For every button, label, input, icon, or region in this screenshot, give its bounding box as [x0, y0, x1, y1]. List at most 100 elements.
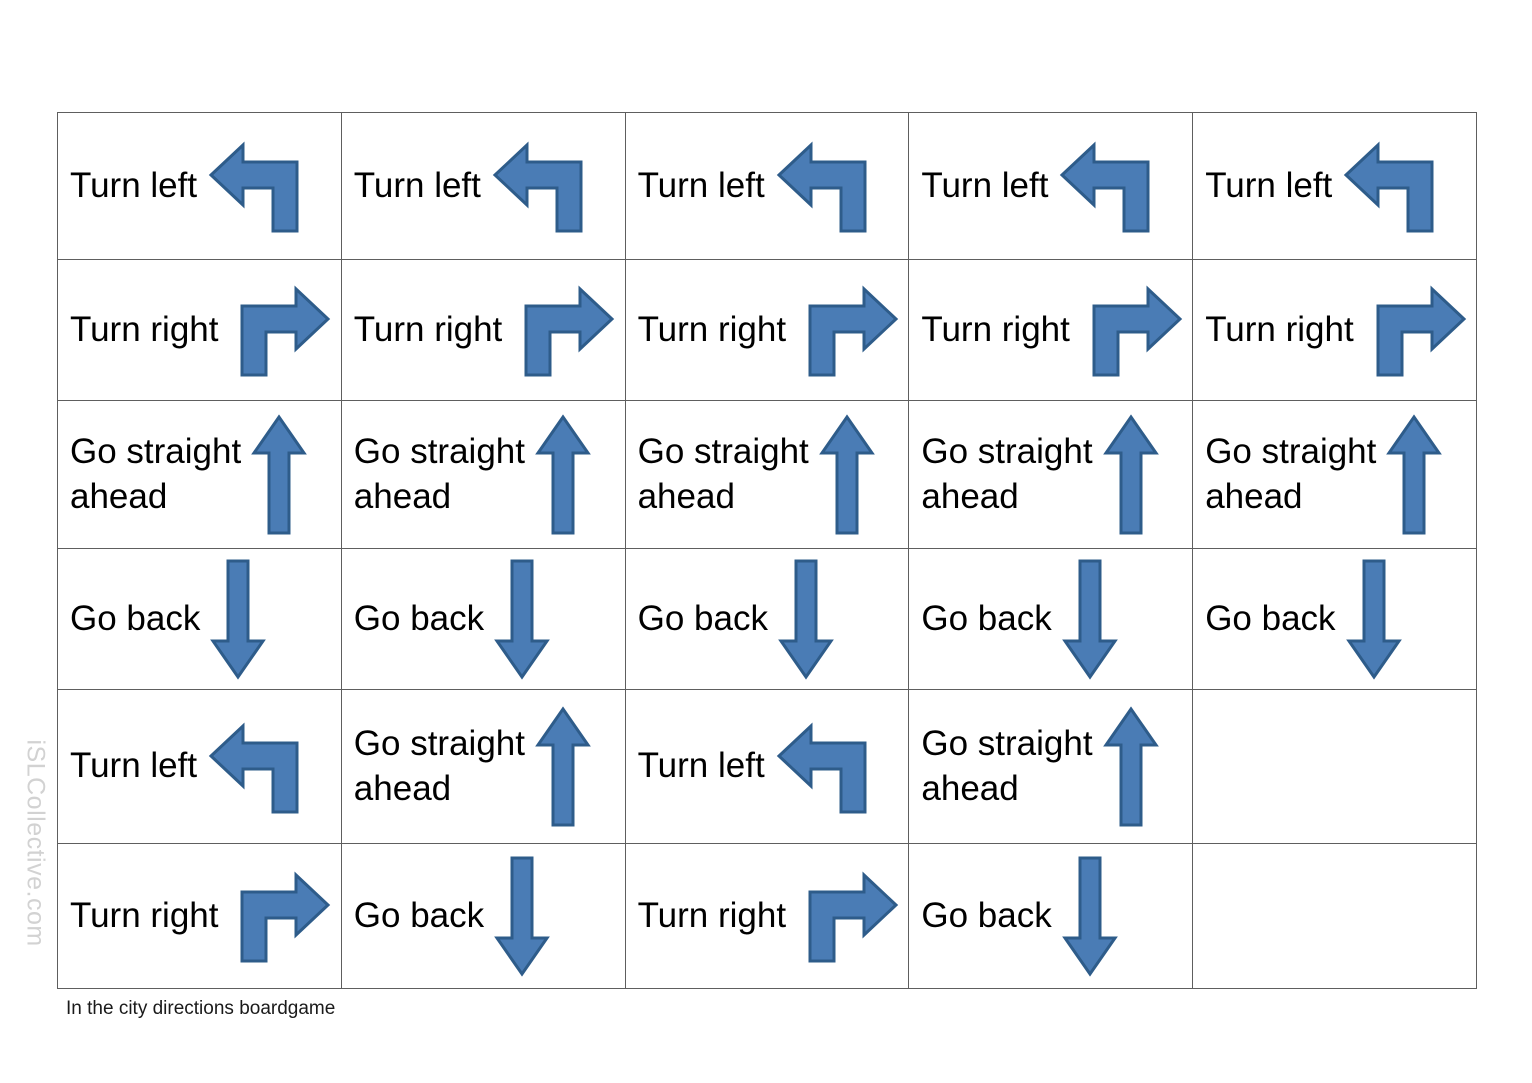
board-cell-label: Turn right	[637, 895, 787, 935]
board-cell-content: Turn right	[58, 844, 341, 988]
board-cell-label: Turn right	[353, 309, 503, 349]
board-cell-content: Go back	[909, 549, 1192, 689]
board-cell-turn-right[interactable]: Turn right	[908, 259, 1194, 401]
arrow-down-icon	[200, 557, 267, 681]
board-cell-turn-left[interactable]: Turn left	[908, 112, 1194, 260]
board-cell-content: Turn right	[58, 260, 341, 400]
arrow-turn-left-icon	[1332, 137, 1446, 235]
worksheet-caption: In the city directions boardgame	[66, 998, 336, 1019]
arrow-up-icon	[525, 705, 591, 829]
board-cell-turn-right[interactable]: Turn right	[57, 843, 342, 989]
board-cell-go-back[interactable]: Go back	[908, 843, 1194, 989]
board-cell-label: Go back	[637, 598, 768, 638]
board-cell-turn-left[interactable]: Turn left	[57, 112, 342, 260]
arrow-turn-left-icon	[481, 137, 595, 235]
board-cell-turn-left[interactable]: Turn left	[57, 689, 342, 844]
arrow-turn-right-icon	[786, 867, 900, 965]
board-cell-turn-right[interactable]: Turn right	[624, 843, 910, 989]
board-cell-go-straight-ahead[interactable]: Go straight ahead	[908, 689, 1194, 844]
board-cell-label: Go straight ahead	[353, 723, 525, 808]
watermark-text: iSLCollective.com	[21, 739, 50, 947]
board-cell-go-straight-ahead[interactable]: Go straight ahead	[908, 400, 1194, 549]
board-cell-label: Turn left	[637, 165, 765, 205]
board-cell-turn-right[interactable]: Turn right	[340, 259, 626, 401]
board-cell-go-straight-ahead[interactable]: Go straight ahead	[340, 400, 626, 549]
board-cell-turn-left[interactable]: Turn left	[624, 689, 910, 844]
board-cell-content: Go straight ahead	[909, 690, 1192, 843]
arrow-up-icon	[241, 413, 308, 537]
board-cell-turn-right[interactable]: Turn right	[57, 259, 342, 401]
board-cell-label: Go back	[70, 598, 201, 638]
board-cell-empty[interactable]	[1192, 843, 1477, 989]
board-cell-content: Turn right	[1193, 260, 1476, 400]
islcollective-watermark: iSLCollective.com	[0, 0, 50, 1083]
board-cell-turn-left[interactable]: Turn left	[624, 112, 910, 260]
board-cell-go-straight-ahead[interactable]: Go straight ahead	[340, 689, 626, 844]
arrow-down-icon	[768, 557, 834, 681]
board-cell-content: Go straight ahead	[1193, 401, 1476, 548]
board-cell-label: Turn left	[637, 746, 765, 786]
arrow-down-icon	[484, 557, 551, 681]
arrow-up-icon	[1093, 413, 1159, 537]
board-cell-go-straight-ahead[interactable]: Go straight ahead	[624, 400, 910, 549]
board-cell-go-back[interactable]: Go back	[908, 548, 1194, 690]
board-cell-content: Turn right	[342, 260, 625, 400]
board-cell-turn-left[interactable]: Turn left	[340, 112, 626, 260]
board-cell-empty[interactable]	[1192, 689, 1477, 844]
board-cell-content: Turn right	[626, 260, 909, 400]
board-cell-content: Turn right	[909, 260, 1192, 400]
board-cell-label: Go straight ahead	[1205, 431, 1377, 516]
board-cell-go-straight-ahead[interactable]: Go straight ahead	[57, 400, 342, 549]
board-cell-content	[1193, 844, 1476, 988]
board-cell-go-straight-ahead[interactable]: Go straight ahead	[1192, 400, 1477, 549]
board-cell-label: Turn left	[70, 165, 198, 205]
arrow-up-icon	[1093, 705, 1159, 829]
board-cell-turn-right[interactable]: Turn right	[624, 259, 910, 401]
board-cell-label: Go straight ahead	[353, 431, 525, 516]
board-cell-turn-right[interactable]: Turn right	[1192, 259, 1477, 401]
board-cell-content: Go back	[1193, 549, 1476, 689]
board-cell-content: Turn left	[909, 113, 1192, 259]
arrow-down-icon	[1052, 557, 1118, 681]
board-cell-label: Go back	[1205, 598, 1336, 638]
arrow-turn-right-icon	[1354, 281, 1468, 379]
arrow-turn-left-icon	[197, 718, 311, 816]
board-cell-go-back[interactable]: Go back	[340, 548, 626, 690]
arrow-up-icon	[809, 413, 875, 537]
arrow-turn-right-icon	[218, 867, 332, 965]
board-cell-label: Turn right	[70, 309, 219, 349]
board-cell-label: Go back	[353, 598, 485, 638]
arrow-up-icon	[525, 413, 591, 537]
board-cell-go-back[interactable]: Go back	[340, 843, 626, 989]
board-cell-label: Turn left	[921, 165, 1049, 205]
board-cell-turn-left[interactable]: Turn left	[1192, 112, 1477, 260]
arrow-turn-left-icon	[765, 718, 879, 816]
board-cell-content: Turn left	[1193, 113, 1476, 259]
board-cell-content: Turn left	[342, 113, 625, 259]
board-row: Turn left Turn left Turn left Turn left Turn…	[57, 112, 1477, 260]
board-cell-content: Go back	[626, 549, 909, 689]
board-cell-label: Go straight ahead	[637, 431, 809, 516]
board-cell-content: Go straight ahead	[58, 401, 341, 548]
arrow-up-icon	[1376, 413, 1443, 537]
board-cell-content: Turn left	[58, 113, 341, 259]
board-cell-label: Turn right	[637, 309, 787, 349]
board-cell-label: Turn left	[1205, 165, 1333, 205]
board-cell-content: Turn right	[626, 844, 909, 988]
arrow-turn-right-icon	[1070, 281, 1184, 379]
board-cell-label: Go straight ahead	[70, 431, 242, 516]
board-cell-go-back[interactable]: Go back	[624, 548, 910, 690]
board-cell-go-back[interactable]: Go back	[1192, 548, 1477, 690]
board-cell-go-back[interactable]: Go back	[57, 548, 342, 690]
board-row: Go back Go back Go back Go back Go back	[57, 548, 1477, 690]
board-cell-content: Go back	[58, 549, 341, 689]
board-cell-label: Turn left	[353, 165, 481, 205]
board-cell-content: Go back	[909, 844, 1192, 988]
board-cell-label: Turn right	[1205, 309, 1354, 349]
